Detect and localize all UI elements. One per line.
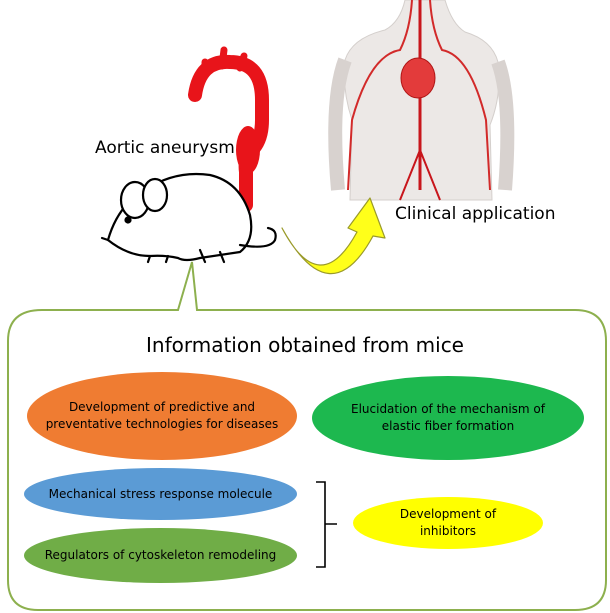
clinical-arrow-icon (281, 197, 386, 275)
mouse-illustration (100, 172, 277, 264)
cytoskeleton-regulators-oval: Regulators of cytoskeleton remodeling (24, 528, 297, 583)
inhibitors-oval: Development of inhibitors (353, 497, 543, 549)
aorta-icon (188, 46, 269, 212)
panel-title: Information obtained from mice (146, 333, 464, 357)
elastic-fiber-oval: Elucidation of the mechanism of elastic … (312, 376, 584, 460)
predictive-technologies-oval: Development of predictive and preventati… (27, 372, 297, 460)
mechanical-stress-oval: Mechanical stress response molecule (24, 468, 297, 520)
aortic-aneurysm-label: Aortic aneurysm (95, 138, 235, 158)
bracket-connector (316, 481, 337, 568)
human-torso-illustration (300, 0, 515, 205)
clinical-application-label: Clinical application (395, 204, 556, 224)
